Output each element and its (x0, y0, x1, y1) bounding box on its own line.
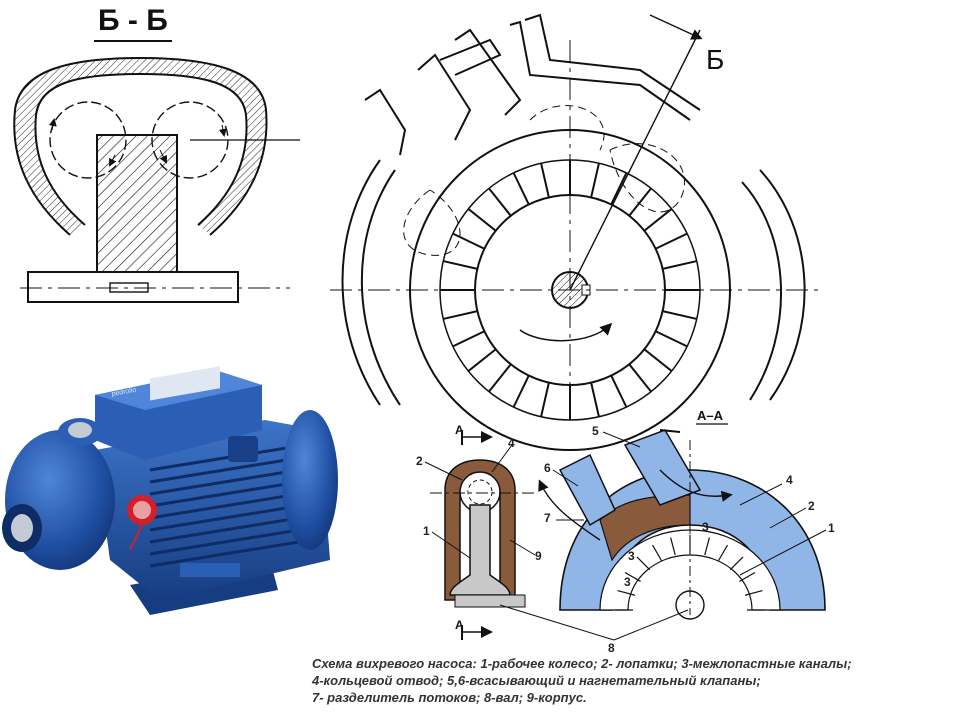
impeller-blade (488, 187, 512, 217)
impeller-blade (452, 330, 485, 348)
channel-slot-divider (729, 556, 744, 571)
impeller-blade (540, 163, 550, 198)
motor-fin (149, 503, 306, 532)
impeller-blade (655, 330, 688, 348)
pump-photo (2, 366, 338, 615)
motor-fin (149, 479, 306, 508)
motor-fin (149, 455, 306, 484)
channel-slot-divider (739, 571, 756, 583)
impeller-blade (662, 310, 697, 320)
aa-side-section (424, 430, 536, 640)
channel-slot-divider (624, 571, 641, 583)
impeller-blade (610, 375, 628, 408)
channel-slot-divider (704, 537, 710, 556)
impeller-blade (610, 172, 628, 205)
impeller-blade (628, 363, 652, 393)
channel-slot-divider (670, 537, 676, 556)
motor-fin (149, 515, 306, 544)
impeller-blade (512, 375, 530, 408)
impeller-blade (467, 208, 497, 232)
impeller-blade (590, 163, 600, 198)
motor-fin (149, 527, 306, 556)
label-right-3b: 3 (628, 549, 635, 563)
label-right-2: 2 (808, 499, 815, 513)
caption-line-2: 4-кольцевой отвод; 5,6-всасывающий и наг… (312, 673, 761, 688)
motor-fin (149, 443, 306, 472)
impeller-blade (655, 232, 688, 250)
label-8: 8 (608, 641, 615, 655)
channel-slot-divider (636, 556, 651, 571)
aa-main-section (499, 429, 827, 641)
impeller-blade (590, 382, 600, 417)
cut-letter-a-bottom: А (455, 618, 464, 632)
motor-fin (149, 467, 306, 496)
radial-view-drawing (330, 13, 820, 451)
channel-slot-divider (617, 590, 636, 596)
label-left-1: 1 (423, 524, 430, 538)
pump-brand-text: pedrollo (111, 387, 137, 398)
label-right-3a: 3 (702, 520, 709, 534)
cut-letter-a-top: А (455, 423, 464, 437)
impeller-blade (643, 348, 673, 372)
impeller-blade (452, 232, 485, 250)
section-bb-drawing (13, 56, 300, 303)
channel-slot-divider (744, 590, 763, 596)
label-left-4: 4 (508, 436, 515, 450)
section-title-bb: Б - Б (94, 4, 172, 42)
label-right-7: 7 (544, 511, 551, 525)
impeller-blade (662, 260, 697, 270)
channel-slot-divider (717, 544, 729, 561)
impeller-blade (443, 260, 478, 270)
label-right-5: 5 (592, 424, 599, 438)
label-left-2: 2 (416, 454, 423, 468)
motor-fin (149, 539, 306, 568)
impeller-blade (628, 187, 652, 217)
diagram-caption: Схема вихревого насоса: 1-рабочее колесо… (312, 655, 952, 706)
caption-line-1: Схема вихревого насоса: 1-рабочее колесо… (312, 656, 852, 671)
impeller-blade (540, 382, 550, 417)
impeller-blade (643, 208, 673, 232)
label-right-6: 6 (544, 461, 551, 475)
impeller-blade (488, 363, 512, 393)
motor-fin (149, 491, 306, 520)
label-right-1: 1 (828, 521, 835, 535)
impeller-blade (443, 310, 478, 320)
label-right-3c: 3 (624, 575, 631, 589)
cut-letter-b: Б (706, 44, 725, 75)
label-right-4: 4 (786, 473, 793, 487)
caption-line-3: 7- разделитель потоков; 8-вал; 9-корпус. (312, 690, 587, 705)
label-left-9: 9 (535, 549, 542, 563)
channel-slot-divider (651, 544, 663, 561)
impeller-blade (467, 348, 497, 372)
impeller-blade (512, 172, 530, 205)
section-title-aa: А–А (697, 408, 724, 423)
